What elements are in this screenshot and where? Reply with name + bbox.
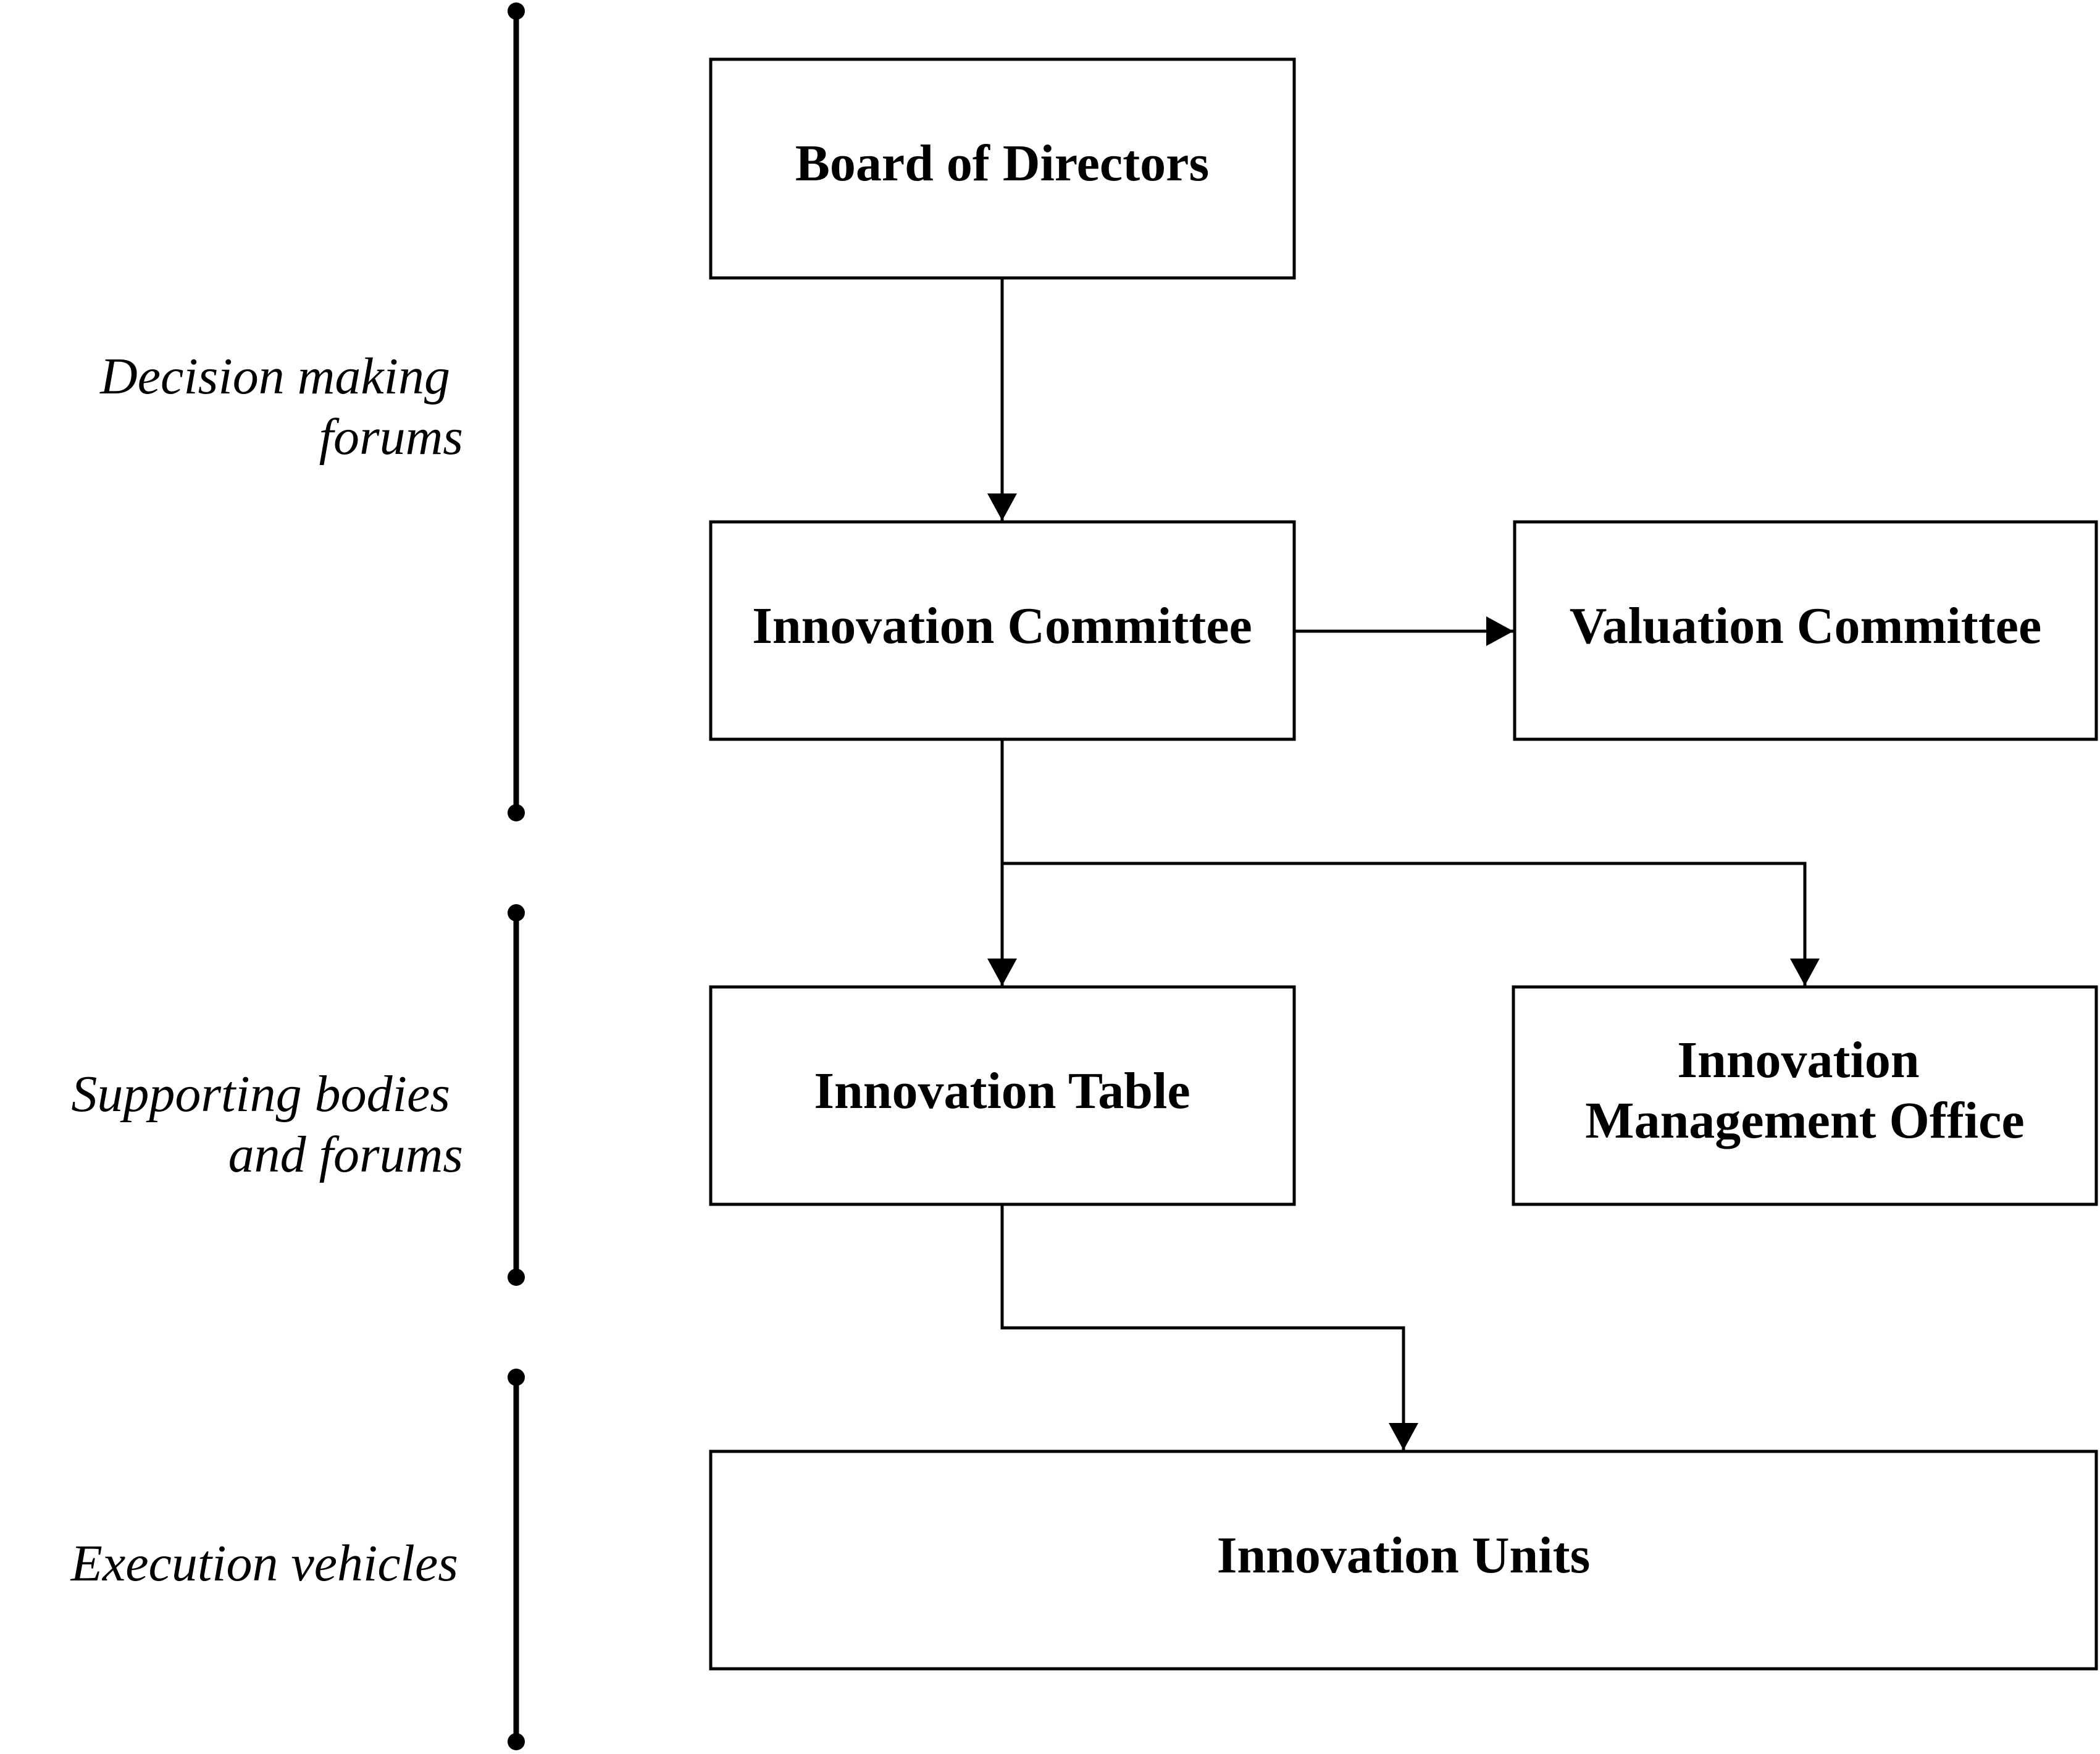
node-label-line: Innovation xyxy=(1677,1031,1919,1089)
tier-label-decision: Decision making forums xyxy=(99,348,463,466)
node-innovation-committee: Innovation Committee xyxy=(709,520,1296,741)
node-label-line: Innovation Table xyxy=(814,1062,1190,1120)
tier-label-line: and forums xyxy=(228,1126,463,1183)
tier-label-line: Supporting bodies xyxy=(71,1065,450,1123)
tier-label-execution: Execution vehicles xyxy=(70,1535,458,1592)
node-innovation-table: Innovation Table xyxy=(709,985,1296,1206)
node-valuation-committee: Valuation Committee xyxy=(1513,520,2098,741)
tier-label-line: forums xyxy=(319,408,463,466)
node-label-line: Management Office xyxy=(1585,1092,2024,1149)
node-label: Innovation Units xyxy=(1217,1527,1591,1584)
edge-innovation-table-to-innovation-units xyxy=(1000,1204,1418,1450)
node-innovation-management-office: Innovation Management Office xyxy=(1512,985,2098,1206)
tier-bracket-decision xyxy=(508,2,525,821)
tier-bracket-execution xyxy=(508,1369,525,1750)
node-board-of-directors: Board of Directors xyxy=(709,57,1296,280)
edge-innovation-committee-to-management-office xyxy=(1002,862,1820,986)
tier-label-line: Decision making xyxy=(99,348,450,405)
node-label-line: Innovation Committee xyxy=(752,597,1252,655)
tier-label-line: Execution vehicles xyxy=(70,1535,458,1592)
node-label-line: Valuation Committee xyxy=(1570,597,2042,655)
node-label: Innovation Management Office xyxy=(1585,1031,2024,1149)
node-label: Board of Directors xyxy=(795,135,1209,192)
node-label: Innovation Committee xyxy=(752,597,1252,655)
node-label-line: Innovation Units xyxy=(1217,1527,1591,1584)
node-innovation-units: Innovation Units xyxy=(709,1450,2098,1671)
node-label: Valuation Committee xyxy=(1570,597,2042,655)
node-label-line: Board of Directors xyxy=(795,135,1209,192)
tier-bracket-supporting xyxy=(508,904,525,1286)
tier-label-supporting: Supporting bodies and forums xyxy=(71,1065,463,1183)
node-label: Innovation Table xyxy=(814,1062,1190,1120)
